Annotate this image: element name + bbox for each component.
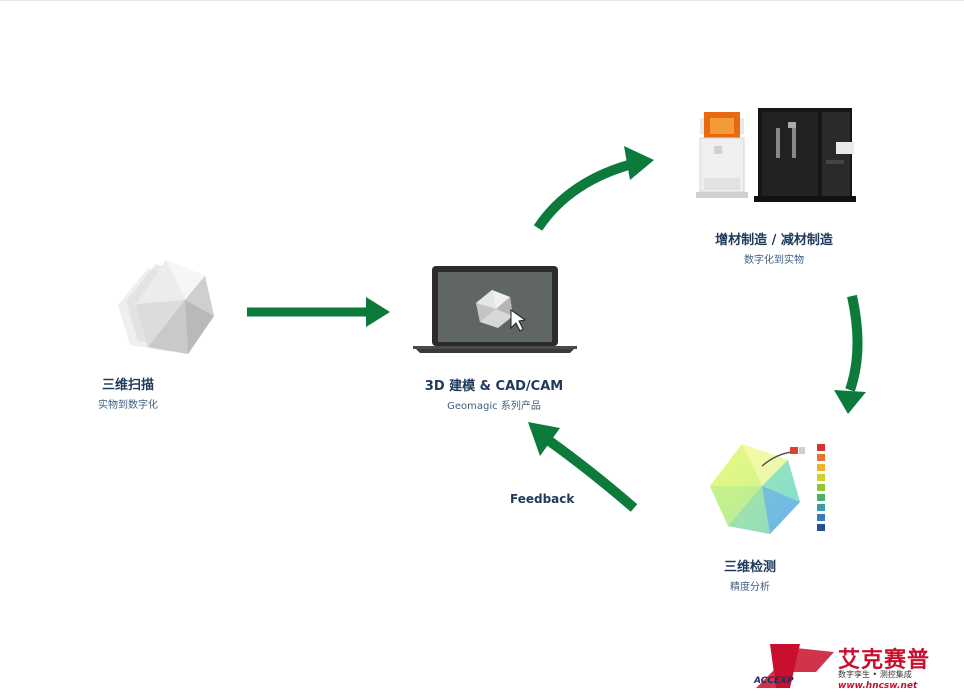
logo-mark-text: ACCEXP	[754, 676, 794, 686]
modeling-subtitle: Geomagic 系列产品	[447, 401, 541, 412]
logo-mark-icon	[756, 644, 834, 688]
logo-url[interactable]: www.hncsw.net	[838, 681, 918, 691]
inspection-title: 三维检测	[723, 560, 777, 575]
printer-icon	[696, 112, 748, 198]
color-scale-icon	[817, 444, 825, 531]
top-divider	[0, 0, 964, 1]
arrow-modeling-to-manufacturing	[533, 146, 654, 231]
cnc-machine-icon	[754, 108, 856, 202]
scan-title: 三维扫描	[101, 378, 155, 393]
arrow-manufacturing-to-inspection	[834, 294, 866, 414]
cursor-icon	[510, 309, 527, 332]
manufacturing-subtitle: 数字化到实物	[744, 255, 804, 266]
laptop-icon	[413, 266, 577, 353]
logo-name: 艾克赛普	[838, 648, 931, 673]
inspection-subtitle: 精度分析	[730, 582, 770, 593]
scan-subtitle: 实物到数字化	[98, 400, 158, 411]
brand-logo[interactable]: ACCEXP 艾克赛普 数字孪生 • 测控集成 www.hncsw.net	[750, 642, 960, 694]
modeling-title: 3D 建模 & CAD/CAM	[424, 379, 564, 394]
feedback-label: Feedback	[510, 492, 575, 506]
arrow-scan-to-modeling	[247, 297, 390, 327]
screen-polyhedron-icon	[476, 290, 513, 328]
scan-polyhedron-icon	[118, 260, 214, 354]
logo-tagline: 数字孪生 • 测控集成	[838, 670, 912, 679]
arrow-feedback	[528, 422, 638, 512]
heatmap-polyhedron-icon	[710, 444, 805, 534]
manufacturing-title: 增材制造 / 减材制造	[715, 233, 833, 248]
